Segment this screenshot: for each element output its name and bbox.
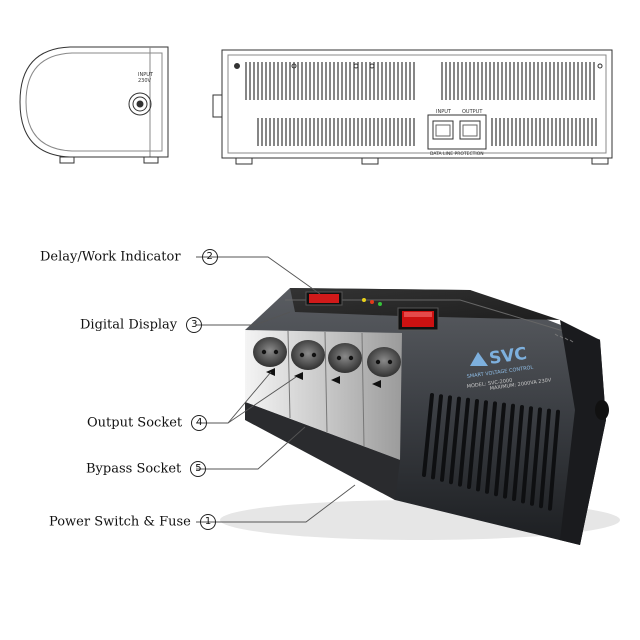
vent-slat (503, 403, 515, 499)
side-input-label: INPUT (138, 72, 154, 78)
side-view (19, 46, 169, 164)
rear-view (212, 49, 613, 165)
vent-slat (485, 401, 497, 494)
callout-power-switch-fuse: Power Switch & Fuse 1 (49, 514, 217, 530)
leader-lines (196, 256, 356, 523)
side-input-voltage: 230V (138, 78, 152, 84)
vent-slat (548, 409, 560, 511)
rear-output-label: OUTPUT (462, 109, 483, 115)
callout-number: 5 (190, 461, 207, 477)
vent-slat (467, 399, 479, 489)
device-photo (220, 288, 620, 545)
callout-label: Power Switch & Fuse (49, 514, 191, 530)
vent-slat (494, 402, 506, 497)
vent-slat (530, 407, 542, 506)
callout-number: 2 (201, 249, 218, 265)
rear-protection-label: DATA LINE PROTECTION (430, 151, 484, 157)
callout-number: 3 (186, 317, 203, 333)
callout-label: Delay/Work Indicator (40, 249, 181, 265)
callout-bypass-socket: Bypass Socket 5 (86, 461, 207, 477)
vent-slat (512, 405, 524, 501)
callout-number: 4 (191, 415, 208, 431)
callout-number: 1 (200, 514, 217, 530)
rear-vents (245, 62, 597, 146)
callout-label: Bypass Socket (86, 461, 182, 477)
callout-label: Digital Display (80, 317, 178, 333)
vent-slat (449, 396, 461, 485)
callout-label: Output Socket (87, 415, 183, 431)
vent-slat (476, 400, 488, 492)
vent-slat (431, 394, 443, 480)
vent-slat (422, 393, 434, 477)
callout-output-socket: Output Socket 4 (87, 415, 208, 431)
callout-delay-work-indicator: Delay/Work Indicator 2 (40, 249, 218, 265)
vent-slat (440, 395, 452, 482)
rear-input-label: INPUT (436, 109, 452, 115)
vent-slat (458, 397, 470, 487)
callout-digital-display: Digital Display 3 (80, 317, 203, 333)
vent-slat (521, 406, 533, 504)
vent-slat (539, 408, 551, 509)
